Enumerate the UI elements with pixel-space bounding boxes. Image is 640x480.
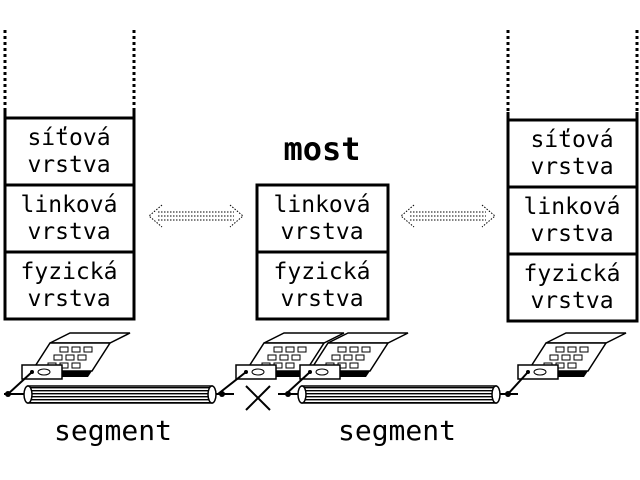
right-network-layer-line2: vrstva	[530, 154, 613, 180]
right-link-layer-line2: vrstva	[530, 221, 613, 247]
bridge-link-layer-line2: vrstva	[280, 219, 363, 245]
right-protocol-stack: síťová vrstva linková vrstva fyzická vrs…	[506, 30, 639, 323]
left-cable-segment	[4, 385, 234, 404]
left-network-layer-line2: vrstva	[27, 152, 110, 178]
right-physical-layer-line1: fyzická	[524, 261, 621, 287]
bridge-physical-layer-box	[255, 250, 390, 321]
right-network-layer-box	[506, 118, 639, 189]
left-link-layer-box	[3, 183, 136, 254]
bridge-protocol-stack: most linková vrstva fyzická vrstva	[255, 130, 390, 321]
right-network-layer-line1: síťová	[530, 127, 613, 153]
bridge-link-layer-box	[255, 183, 390, 254]
left-network-card-icon	[7, 332, 131, 395]
left-protocol-stack: síťová vrstva linková vrstva fyzická vrs…	[3, 30, 136, 321]
bridge-title: most	[283, 130, 360, 168]
right-segment-label: segment	[338, 414, 456, 447]
left-physical-layer-line2: vrstva	[27, 286, 110, 312]
left-network-layer-line1: síťová	[27, 125, 110, 151]
left-physical-layer-box	[3, 250, 136, 321]
left-segment-label: segment	[54, 414, 172, 447]
left-network-layer-box	[3, 116, 136, 187]
right-network-card-icon	[507, 332, 627, 395]
left-link-layer-line2: vrstva	[27, 219, 110, 245]
segment-break-x-icon	[245, 385, 271, 411]
right-physical-layer-box	[506, 252, 639, 323]
left-link-layer-line1: linková	[21, 192, 118, 218]
right-cable-segment	[278, 385, 518, 404]
left-logical-arrow	[148, 204, 244, 228]
right-link-layer-box	[506, 185, 639, 256]
bridge-physical-layer-line2: vrstva	[280, 286, 363, 312]
bridge-link-layer-line1: linková	[274, 192, 371, 218]
right-logical-arrow	[400, 204, 496, 228]
right-physical-layer-line2: vrstva	[530, 288, 613, 314]
right-link-layer-line1: linková	[524, 194, 621, 220]
bridge-network-card-right-icon	[285, 332, 409, 395]
bridge-physical-layer-line1: fyzická	[274, 259, 371, 285]
left-physical-layer-line1: fyzická	[21, 259, 118, 285]
